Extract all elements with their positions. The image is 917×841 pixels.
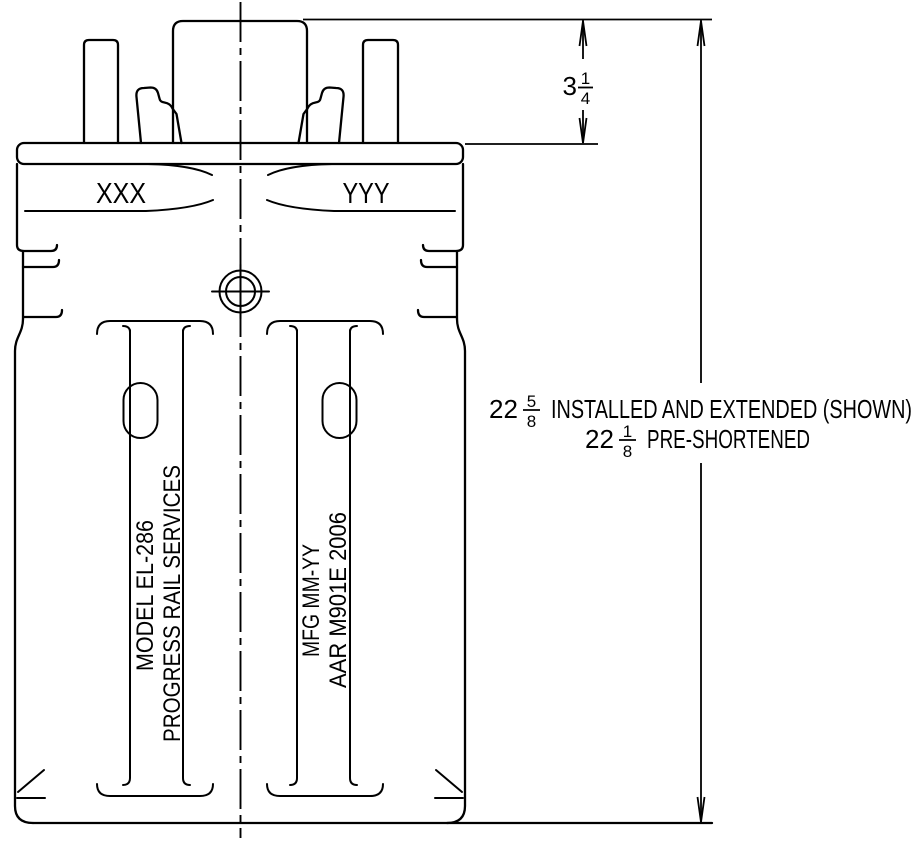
left-body-edge	[13, 317, 35, 825]
plate-bottom-bracket	[96, 783, 214, 797]
right-post	[361, 38, 400, 145]
dim-installed-label: INSTALLED AND EXTENDED (SHOWN)	[551, 394, 912, 424]
right-plate-mfg-text: MFG MM-YY	[298, 544, 325, 657]
casting-mark-right: YYY	[343, 178, 390, 210]
left-flange-skirt	[15, 162, 59, 253]
left-plate-slot	[122, 382, 159, 439]
plate-left-edge	[289, 325, 298, 786]
right-flange-skirt	[421, 162, 465, 253]
casting-mark-left: XXX	[96, 178, 146, 210]
right-body-edge	[445, 317, 467, 825]
left-rib	[21, 258, 61, 269]
arrow-up-icon	[578, 20, 588, 47]
plate-bottom-bracket	[266, 783, 384, 797]
dim-top-denominator: 4	[581, 89, 590, 108]
right-chamfer-mark	[434, 769, 464, 799]
dim-installed-numerator: 5	[527, 392, 536, 411]
left-name-plate: MODEL EL-286 PROGRESS RAIL SERVICES	[96, 320, 214, 797]
top-flange	[15, 141, 465, 166]
right-plate-spec-text: AAR M901E 2006	[325, 512, 352, 688]
left-pawl	[135, 86, 183, 145]
band-right-top-line	[267, 163, 456, 176]
arrow-down-icon	[696, 796, 706, 823]
plate-right-edge	[182, 325, 191, 786]
band-left-bottom-line	[24, 199, 214, 212]
center-lug	[171, 19, 309, 145]
dim-installed-whole: 22	[489, 394, 518, 424]
plate-left-edge	[122, 325, 131, 786]
left-rib	[22, 308, 64, 319]
dim-top-whole: 3	[563, 71, 577, 101]
right-rib	[416, 308, 458, 319]
right-name-plate: MFG MM-YY AAR M901E 2006	[266, 320, 384, 797]
plate-top-bracket	[266, 320, 384, 335]
dim-preshortened-numerator: 1	[623, 422, 632, 441]
arrow-up-icon	[696, 20, 706, 47]
left-post	[82, 38, 120, 145]
dim-preshortened-denominator: 8	[623, 442, 632, 461]
dim-installed-denominator: 8	[527, 412, 536, 431]
band-left-top-line	[24, 163, 213, 176]
dim-top-numerator: 1	[581, 69, 590, 88]
plate-top-bracket	[96, 320, 214, 335]
plate-right-edge	[349, 325, 358, 786]
right-rib	[419, 258, 459, 269]
right-plate-slot	[321, 382, 358, 439]
band-right-bottom-line	[266, 199, 456, 212]
dim-top-height: 3 1 4	[563, 20, 593, 144]
left-plate-maker-text: PROGRESS RAIL SERVICES	[159, 465, 186, 742]
left-chamfer-mark	[16, 769, 46, 799]
arrow-down-icon	[578, 117, 588, 144]
dim-preshortened-whole: 22	[585, 424, 614, 454]
dim-preshortened-label: PRE-SHORTENED	[647, 424, 810, 454]
left-plate-model-text: MODEL EL-286	[132, 520, 159, 671]
datum-target-icon	[211, 264, 270, 319]
dim-overall-height: 22 5 8 INSTALLED AND EXTENDED (SHOWN) 22…	[489, 20, 912, 823]
right-pawl	[297, 86, 345, 145]
